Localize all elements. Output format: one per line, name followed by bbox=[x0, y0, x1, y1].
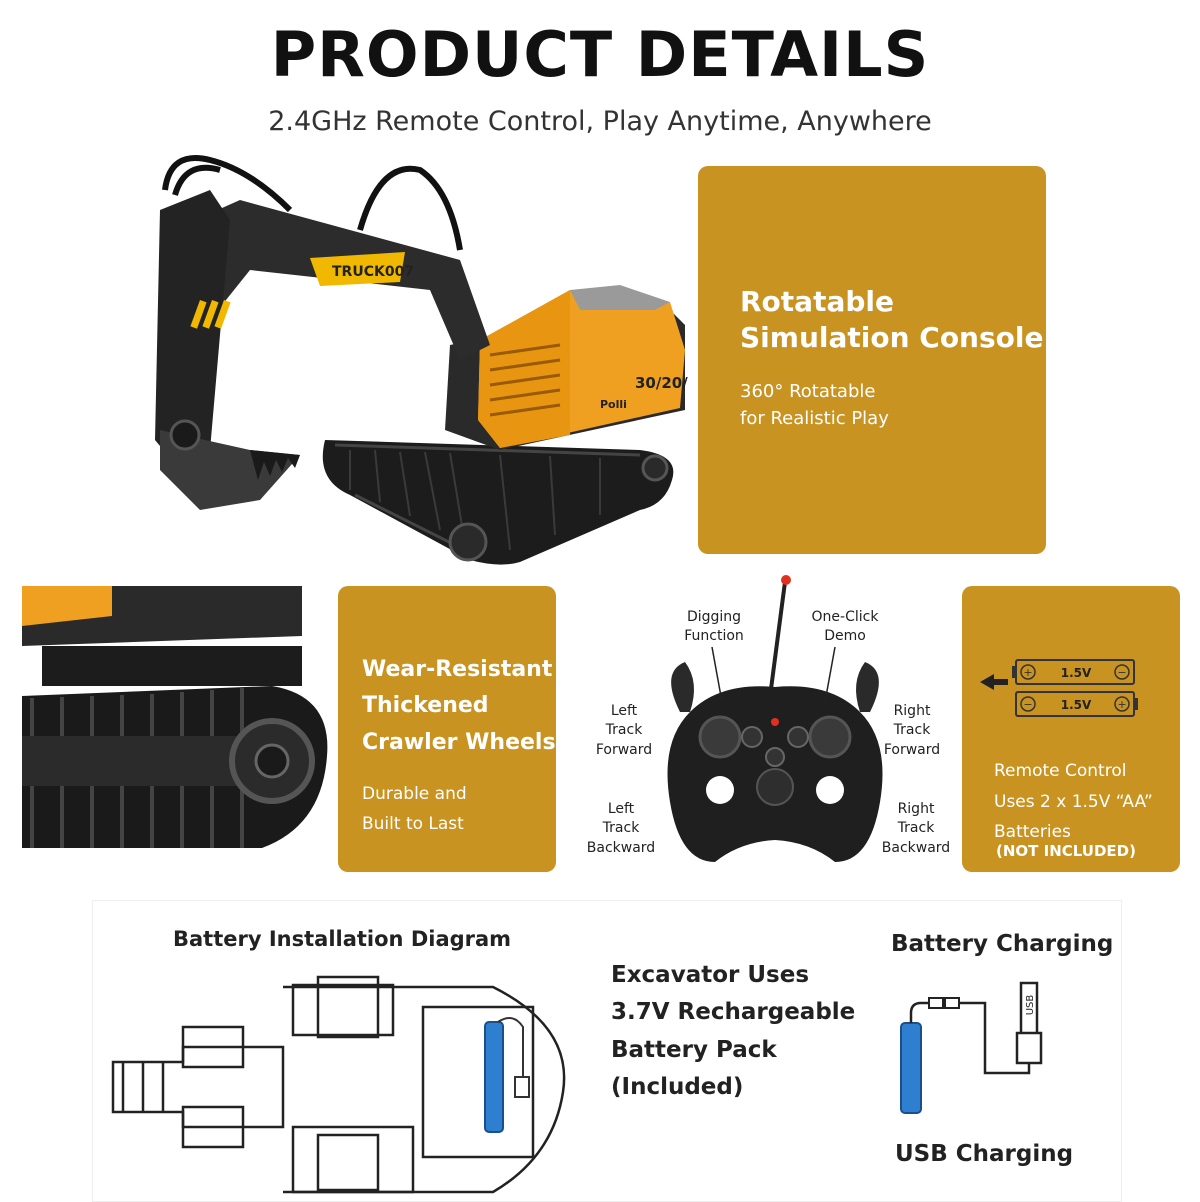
digging-line1: Digging bbox=[686, 609, 742, 625]
crawler-heading-line2: Thickened bbox=[362, 693, 489, 719]
demo-line2: Demo bbox=[824, 628, 866, 645]
excavator-illustration: 30/20/ Polli TRUCK007 bbox=[155, 155, 688, 565]
battery-info-panel: Battery Installation Diagram Excavator U… bbox=[92, 900, 1122, 1202]
excavator-cabin: 30/20/ Polli bbox=[445, 285, 688, 450]
crawler-card-text: Durable and Built to Last bbox=[362, 780, 467, 840]
digging-line2: Function bbox=[684, 628, 744, 645]
console-text-line2: for Realistic Play bbox=[740, 408, 889, 429]
right-fwd-line1: Right bbox=[893, 703, 931, 719]
page-title: PRODUCT DETAILS bbox=[270, 18, 930, 91]
left-fwd-line2: Track bbox=[605, 722, 643, 739]
battery-connector-icon bbox=[514, 1076, 530, 1098]
pack-line3: Battery Pack bbox=[611, 1036, 777, 1063]
svg-text:−: − bbox=[1117, 666, 1126, 679]
battery-text-line2: Uses 2 x 1.5V “AA” bbox=[994, 791, 1153, 812]
pack-line1: Excavator Uses bbox=[611, 962, 810, 988]
svg-text:−: − bbox=[1023, 698, 1032, 711]
right-bwd-line1: Right bbox=[897, 801, 935, 817]
svg-text:+: + bbox=[1117, 698, 1126, 711]
excavator-bucket bbox=[160, 419, 300, 510]
usb-plug-icon bbox=[1015, 1031, 1043, 1065]
install-diagram-title: Battery Installation Diagram bbox=[173, 927, 512, 951]
usb-charging-label: USB Charging bbox=[895, 1141, 1074, 1167]
left-bwd-line3: Backward bbox=[586, 839, 656, 856]
digging-function-label: Digging Function bbox=[676, 608, 752, 647]
left-bwd-line1: Left bbox=[607, 801, 635, 817]
right-fwd-line2: Track bbox=[893, 722, 931, 739]
crawler-text-line2: Built to Last bbox=[362, 813, 464, 834]
battery-pack-description: Excavator Uses 3.7V Rechargeable Battery… bbox=[611, 957, 855, 1106]
not-included-note: (NOT INCLUDED) bbox=[996, 842, 1136, 860]
remote-controller-image bbox=[667, 575, 883, 862]
left-fwd-line1: Left bbox=[610, 703, 638, 719]
battery-voltage-1: 1.5V bbox=[1061, 666, 1092, 680]
one-click-demo-label: One-Click Demo bbox=[800, 608, 890, 647]
console-feature-card: Rotatable Simulation Console 360° Rotata… bbox=[698, 166, 1046, 554]
crawler-card-heading: Wear-Resistant Thickened Crawler Wheels bbox=[362, 652, 556, 761]
excavator-boom: TRUCK007 bbox=[155, 155, 490, 470]
console-heading-line2: Simulation Console bbox=[740, 320, 1044, 354]
crawler-feature-card: Wear-Resistant Thickened Crawler Wheels … bbox=[338, 586, 556, 872]
power-led bbox=[771, 718, 779, 726]
console-heading-line1: Rotatable bbox=[740, 285, 894, 318]
battery-voltage-2: 1.5V bbox=[1061, 698, 1092, 712]
console-card-heading: Rotatable Simulation Console bbox=[740, 284, 1043, 356]
battery-charging-title: Battery Charging bbox=[891, 931, 1114, 957]
right-bwd-line2: Track bbox=[897, 820, 935, 837]
battery-text-line1: Remote Control bbox=[994, 761, 1127, 781]
page-subtitle: 2.4GHz Remote Control, Play Anytime, Any… bbox=[268, 106, 932, 137]
battery-installation-diagram bbox=[111, 975, 566, 1194]
demo-line1: One-Click bbox=[811, 609, 879, 625]
left-bwd-line2: Track bbox=[602, 820, 640, 837]
battery-text-line3: Batteries bbox=[994, 822, 1071, 843]
crawler-text-line1: Durable and bbox=[362, 784, 467, 804]
svg-text:+: + bbox=[1023, 666, 1032, 679]
body-side-text: Polli bbox=[600, 398, 627, 411]
right-track-backward-label: Right Track Backward bbox=[872, 800, 960, 858]
left-fwd-line3: Forward bbox=[595, 741, 653, 758]
brand-label-text: TRUCK007 bbox=[332, 264, 414, 280]
antenna-tip bbox=[781, 575, 791, 585]
charging-battery-icon bbox=[900, 1022, 922, 1114]
right-track-forward-label: Right Track Forward bbox=[874, 702, 950, 760]
battery-pack-icon bbox=[484, 1021, 504, 1133]
battery-card-text: Remote Control Uses 2 x 1.5V “AA” Batter… bbox=[994, 756, 1153, 848]
console-card-text: 360° Rotatable for Realistic Play bbox=[740, 378, 889, 432]
pack-line4: (Included) bbox=[611, 1073, 744, 1100]
usb-charging-diagram: USB bbox=[900, 981, 1043, 1114]
left-joystick bbox=[698, 715, 742, 759]
right-fwd-line3: Forward bbox=[883, 741, 941, 758]
right-joystick bbox=[808, 715, 852, 759]
left-track-backward-label: Left Track Backward bbox=[578, 800, 664, 858]
crawler-heading-line1: Wear-Resistant bbox=[362, 657, 553, 682]
excavator-tracks bbox=[322, 440, 674, 565]
pack-line2: 3.7V Rechargeable bbox=[611, 999, 856, 1026]
arm-outline bbox=[111, 1045, 285, 1129]
right-bwd-line3: Backward bbox=[881, 839, 951, 856]
remote-battery-card: + − 1.5V − + 1.5V Remote Control Uses 2 … bbox=[962, 586, 1180, 872]
console-text-line1: 360° Rotatable bbox=[740, 381, 876, 402]
left-track-forward-label: Left Track Forward bbox=[586, 702, 662, 760]
crawler-heading-line3: Crawler Wheels bbox=[362, 729, 556, 755]
aa-batteries-icon: + − 1.5V − + 1.5V bbox=[980, 659, 1138, 717]
arrow-left-icon bbox=[980, 674, 994, 690]
svg-text:USB: USB bbox=[1025, 995, 1036, 1016]
crawler-closeup-image bbox=[22, 586, 332, 862]
body-number-text: 30/20/ bbox=[635, 374, 688, 392]
